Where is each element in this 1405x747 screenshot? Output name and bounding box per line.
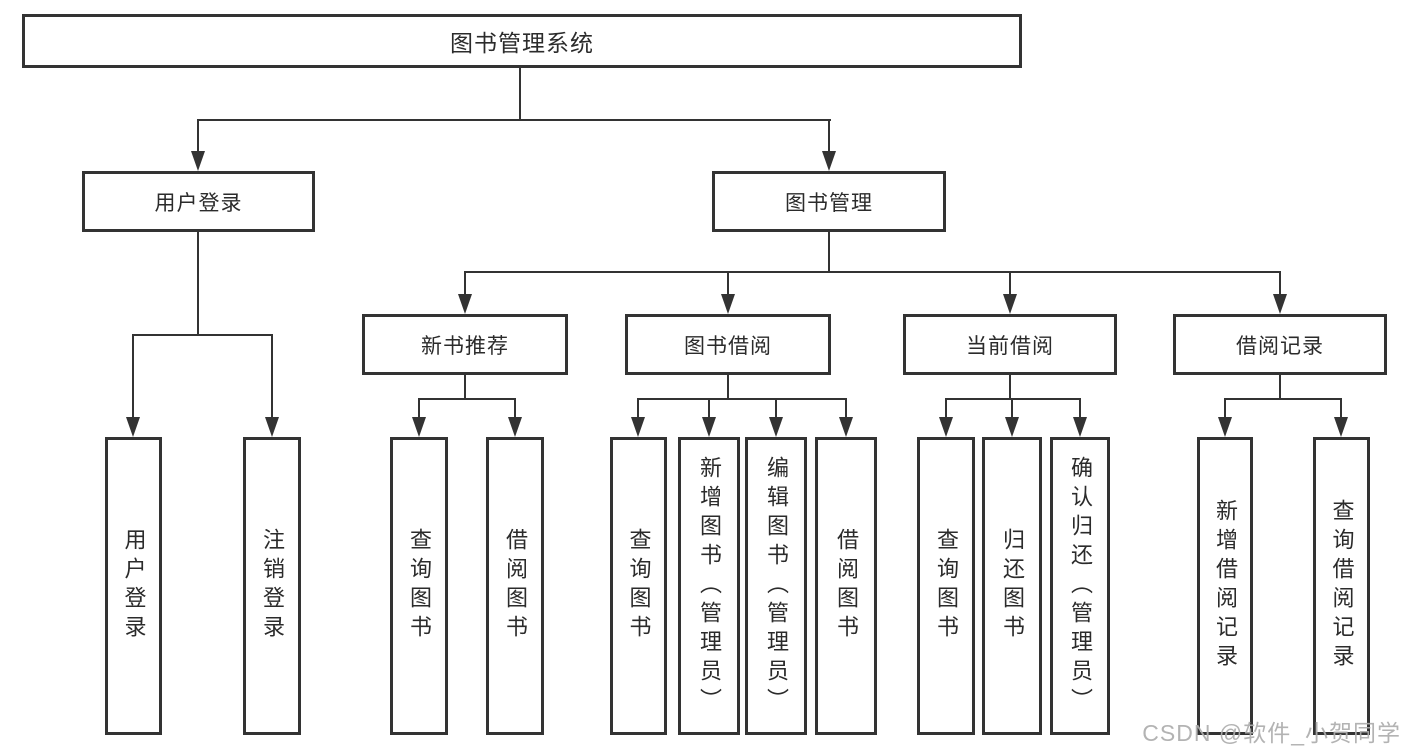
connector-drop-new-books [464, 272, 466, 294]
arrow-down-icon [769, 417, 783, 437]
arrow-down-icon [631, 417, 645, 437]
leaf-current-borrow-1-label: 归还图书 [1000, 528, 1025, 644]
arrow-down-icon [822, 151, 836, 171]
connector-new-books-bar [418, 398, 516, 400]
leaf-user-login-1-label: 注销登录 [260, 528, 285, 644]
arrow-down-icon [508, 417, 522, 437]
node-new-books: 新书推荐 [362, 314, 568, 375]
leaf-user-login-1: 注销登录 [243, 437, 301, 735]
leaf-book-borrow-1-label: 新增图书（管理员） [697, 455, 722, 717]
connector-root-stem [519, 67, 521, 120]
connector-book-borrow-bar [637, 398, 847, 400]
leaf-current-borrow-1: 归还图书 [982, 437, 1042, 735]
arrow-down-icon [126, 417, 140, 437]
csdn-watermark: CSDN @软件_小贺同学 [1142, 720, 1401, 746]
node-book-mgmt-label: 图书管理 [785, 191, 873, 215]
connector-drop-leaf [637, 399, 639, 417]
leaf-current-borrow-0: 查询图书 [917, 437, 975, 735]
node-root: 图书管理系统 [22, 14, 1022, 68]
leaf-new-books-1-label: 借阅图书 [503, 528, 528, 644]
leaf-user-login-0: 用户登录 [105, 437, 162, 735]
connector-drop-borrow-records [1279, 272, 1281, 294]
node-borrow-records-label: 借阅记录 [1236, 334, 1324, 358]
leaf-book-borrow-0: 查询图书 [610, 437, 667, 735]
arrow-down-icon [1273, 294, 1287, 314]
connector-user-login-stem [197, 232, 199, 335]
connector-drop-leaf [945, 399, 947, 417]
connector-drop-leaf [1340, 399, 1342, 417]
arrow-down-icon [721, 294, 735, 314]
connector-drop-leaf [845, 399, 847, 417]
connector-borrow-records-stem [1279, 375, 1281, 400]
connector-drop-leaf [1224, 399, 1226, 417]
leaf-book-borrow-1: 新增图书（管理员） [678, 437, 740, 735]
connector-book-mgmt-stem [828, 232, 830, 272]
node-book-mgmt: 图书管理 [712, 171, 946, 232]
arrow-down-icon [1334, 417, 1348, 437]
connector-borrow-records-bar [1224, 398, 1342, 400]
connector-drop-leaf [775, 399, 777, 417]
arrow-down-icon [1073, 417, 1087, 437]
leaf-book-borrow-3-label: 借阅图书 [834, 528, 859, 644]
node-book-borrow: 图书借阅 [625, 314, 831, 375]
connector-drop-leaf [1079, 399, 1081, 417]
leaf-user-login-0-label: 用户登录 [121, 528, 147, 644]
node-borrow-records: 借阅记录 [1173, 314, 1387, 375]
connector-current-borrow-bar [945, 398, 1081, 400]
leaf-new-books-0-label: 查询图书 [407, 528, 432, 644]
leaf-book-borrow-2-label: 编辑图书（管理员） [764, 455, 789, 717]
connector-new-books-stem [464, 375, 466, 400]
node-current-borrow-label: 当前借阅 [966, 334, 1054, 358]
leaf-current-borrow-2-label: 确认归还（管理员） [1068, 455, 1093, 717]
leaf-book-borrow-0-label: 查询图书 [626, 528, 652, 644]
arrow-down-icon [191, 151, 205, 171]
connector-drop-leaf [708, 399, 710, 417]
leaf-borrow-records-1-label: 查询借阅记录 [1329, 499, 1355, 673]
node-new-books-label: 新书推荐 [421, 334, 509, 358]
node-root-label: 图书管理系统 [450, 30, 594, 56]
connector-drop-leaf [514, 399, 516, 417]
node-user-login: 用户登录 [82, 171, 315, 232]
connector-book-mgmt-bar [464, 271, 1281, 273]
arrow-down-icon [265, 417, 279, 437]
node-user-login-label: 用户登录 [154, 191, 243, 215]
connector-drop-current-borrow [1009, 272, 1011, 294]
connector-drop-leaf [1011, 399, 1013, 417]
connector-drop-book-mgmt [828, 120, 830, 152]
connector-drop-user-login [197, 120, 199, 152]
arrow-down-icon [458, 294, 472, 314]
leaf-new-books-1: 借阅图书 [486, 437, 544, 735]
node-book-borrow-label: 图书借阅 [684, 334, 772, 358]
arrow-down-icon [1003, 294, 1017, 314]
connector-root-bar [197, 119, 831, 121]
leaf-borrow-records-0-label: 新增借阅记录 [1213, 499, 1238, 673]
node-current-borrow: 当前借阅 [903, 314, 1117, 375]
leaf-new-books-0: 查询图书 [390, 437, 448, 735]
connector-drop-leaf [271, 335, 273, 417]
arrow-down-icon [702, 417, 716, 437]
connector-drop-leaf [132, 335, 134, 417]
leaf-book-borrow-3: 借阅图书 [815, 437, 877, 735]
leaf-current-borrow-0-label: 查询图书 [934, 528, 959, 644]
leaf-book-borrow-2: 编辑图书（管理员） [745, 437, 807, 735]
leaf-borrow-records-1: 查询借阅记录 [1313, 437, 1370, 735]
leaf-borrow-records-0: 新增借阅记录 [1197, 437, 1253, 735]
connector-user-login-bar [132, 334, 273, 336]
arrow-down-icon [839, 417, 853, 437]
connector-current-borrow-stem [1009, 375, 1011, 400]
arrow-down-icon [1218, 417, 1232, 437]
connector-drop-book-borrow [727, 272, 729, 294]
arrow-down-icon [939, 417, 953, 437]
arrow-down-icon [412, 417, 426, 437]
leaf-current-borrow-2: 确认归还（管理员） [1050, 437, 1110, 735]
arrow-down-icon [1005, 417, 1019, 437]
connector-drop-leaf [418, 399, 420, 417]
connector-book-borrow-stem [727, 375, 729, 400]
